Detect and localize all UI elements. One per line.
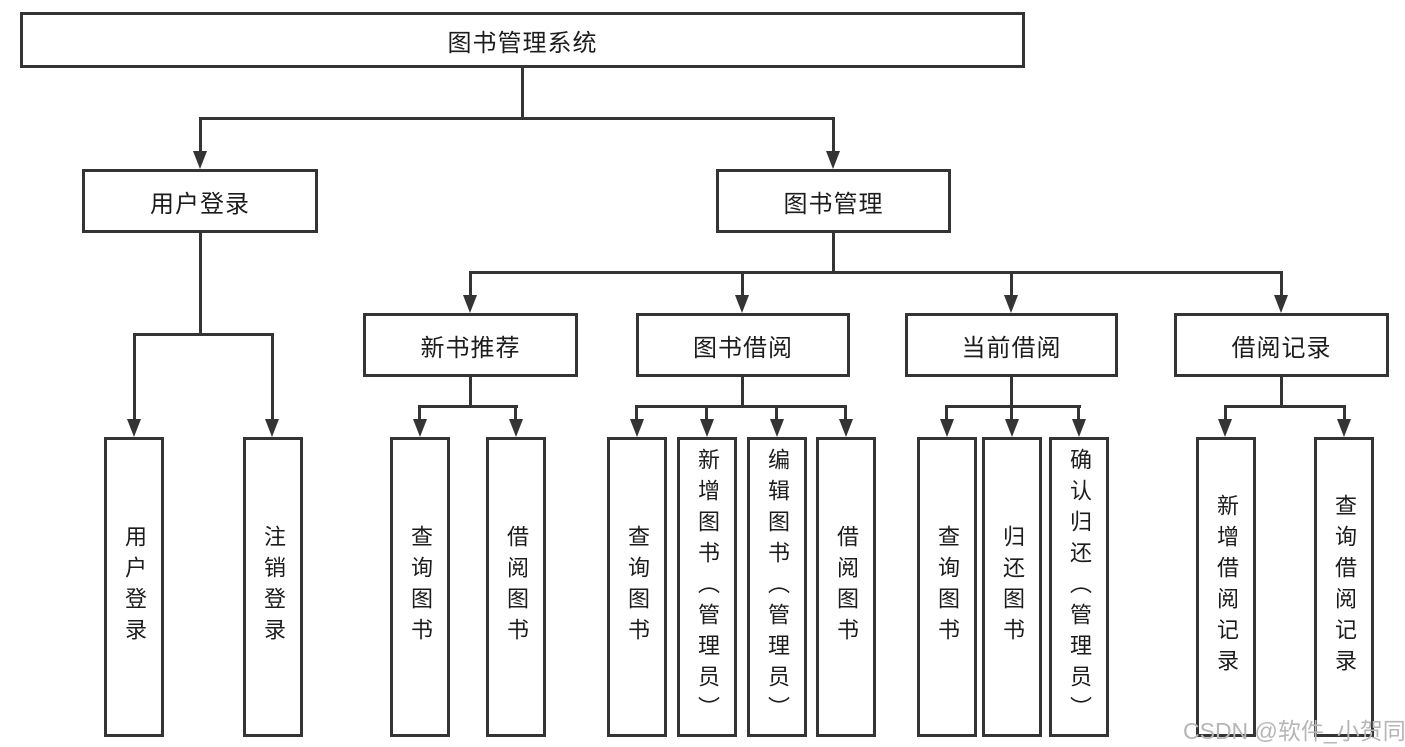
node-label: 借阅图书 (834, 525, 859, 649)
node-label: 当前借阅 (961, 334, 1062, 362)
node-label: 借阅记录 (1231, 334, 1332, 362)
arrow-down-icon (1337, 419, 1351, 437)
connector-line (271, 333, 274, 421)
node-label: 用户登录 (150, 190, 250, 218)
arrow-down-icon (1274, 295, 1288, 313)
connector-line (832, 233, 835, 274)
node-label: 图书借阅 (693, 334, 793, 362)
connector-line (521, 67, 524, 120)
connector-line (1010, 405, 1013, 421)
arrow-down-icon (700, 419, 714, 437)
arrow-down-icon (463, 295, 477, 313)
node-logout: 注销登录 (243, 437, 303, 737)
connector-line (635, 405, 847, 408)
arrow-down-icon (630, 419, 644, 437)
node-label: 编辑图书（管理员） (765, 447, 790, 727)
connector-line (775, 405, 778, 421)
node-library-management-system: 图书管理系统 (20, 12, 1025, 68)
connector-line (1010, 377, 1013, 408)
node-new-book-recommendation: 新书推荐 (363, 313, 578, 377)
node-label: 用户登录 (122, 525, 147, 649)
node-edit-book-admin: 编辑图书（管理员） (747, 437, 807, 737)
node-user-login: 用户登录 (82, 169, 318, 233)
node-return-book: 归还图书 (982, 437, 1042, 737)
arrow-down-icon (1004, 295, 1018, 313)
node-book-management: 图书管理 (716, 169, 951, 233)
node-query-books-recommend: 查询图书 (390, 437, 450, 737)
node-label: 注销登录 (261, 525, 286, 649)
connector-line (469, 271, 472, 297)
connector-line (1343, 405, 1346, 421)
connector-line (418, 405, 518, 408)
connector-line (418, 405, 421, 421)
arrow-down-icon (265, 419, 279, 437)
arrow-down-icon (127, 419, 141, 437)
connector-line (945, 405, 1081, 408)
node-book-borrowing: 图书借阅 (636, 313, 850, 377)
node-label: 新增图书（管理员） (695, 447, 720, 727)
node-label: 查询图书 (408, 525, 433, 649)
node-label: 查询图书 (935, 525, 960, 649)
connector-line (469, 377, 472, 408)
connector-line (741, 271, 744, 297)
arrow-down-icon (1005, 419, 1019, 437)
connector-line (705, 405, 708, 421)
arrow-down-icon (509, 419, 523, 437)
node-label: 归还图书 (1000, 525, 1025, 649)
arrow-down-icon (940, 419, 954, 437)
arrow-down-icon (413, 419, 427, 437)
node-confirm-return-admin: 确认归还（管理员） (1049, 437, 1109, 737)
node-label: 新书推荐 (420, 334, 521, 362)
node-borrowing-records: 借阅记录 (1174, 313, 1389, 377)
node-query-books-current: 查询图书 (917, 437, 977, 737)
connector-line (1224, 405, 1346, 408)
arrow-down-icon (1072, 419, 1086, 437)
connector-line (133, 333, 136, 421)
node-label: 确认归还（管理员） (1067, 447, 1092, 727)
connector-line (1280, 377, 1283, 408)
node-label: 查询图书 (625, 525, 650, 649)
connector-line (199, 233, 202, 336)
arrow-down-icon (1218, 419, 1232, 437)
node-label: 图书管理 (783, 190, 884, 218)
connector-line (1077, 405, 1080, 421)
node-user-login-leaf: 用户登录 (104, 437, 164, 737)
node-current-borrowing: 当前借阅 (905, 313, 1118, 377)
connector-line (199, 117, 835, 120)
node-borrow-books-recommend: 借阅图书 (486, 437, 546, 737)
node-label: 查询借阅记录 (1332, 494, 1357, 680)
connector-line (832, 117, 835, 153)
arrow-down-icon (193, 151, 207, 169)
arrow-down-icon (735, 295, 749, 313)
node-query-borrow-record: 查询借阅记录 (1314, 437, 1374, 737)
arrow-down-icon (770, 419, 784, 437)
connector-line (199, 117, 202, 153)
node-label: 图书管理系统 (447, 29, 598, 57)
connector-line (469, 271, 1283, 274)
arrow-down-icon (839, 419, 853, 437)
node-borrow-books-borrowing: 借阅图书 (816, 437, 876, 737)
node-query-books-borrowing: 查询图书 (607, 437, 667, 737)
node-label: 新增借阅记录 (1214, 494, 1239, 680)
node-add-borrow-record: 新增借阅记录 (1196, 437, 1256, 737)
connector-line (945, 405, 948, 421)
connector-line (1280, 271, 1283, 297)
csdn-watermark: CSDN @软件_小贺同学 (1183, 718, 1405, 744)
connector-line (133, 333, 274, 336)
connector-line (1224, 405, 1227, 421)
connector-line (844, 405, 847, 421)
connector-line (514, 405, 517, 421)
arrow-down-icon (826, 151, 840, 169)
connector-line (1010, 271, 1013, 297)
node-add-book-admin: 新增图书（管理员） (677, 437, 737, 737)
node-label: 借阅图书 (504, 525, 529, 649)
connector-line (635, 405, 638, 421)
connector-line (741, 377, 744, 408)
